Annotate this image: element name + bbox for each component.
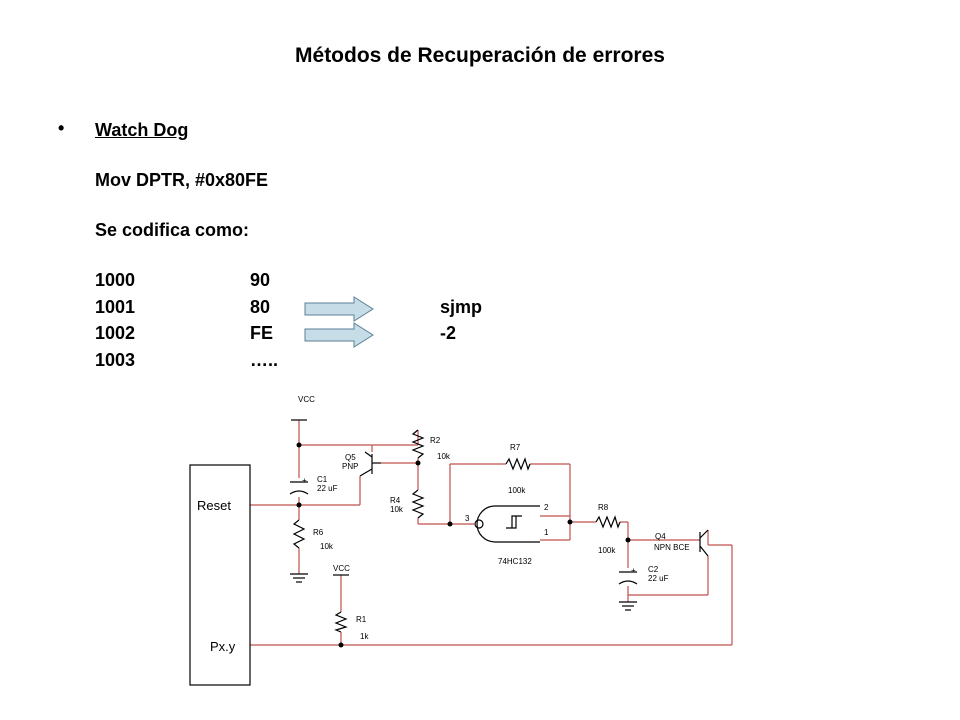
code-line: Mov DPTR, #0x80FE — [95, 170, 269, 190]
r7-name: R7 — [510, 443, 521, 452]
r7-value: 100k — [508, 486, 526, 495]
r8-value: 100k — [598, 546, 616, 555]
gate-pin1: 1 — [544, 528, 549, 537]
description-line: Se codifica como: — [95, 220, 250, 240]
junction-dots — [296, 442, 631, 648]
row-value: ….. — [250, 350, 279, 370]
row-value: 80 — [250, 297, 271, 317]
r1-name: R1 — [356, 615, 367, 624]
row-value: FE — [250, 323, 274, 343]
row-instruction: sjmp — [440, 297, 483, 317]
vcc-label: VCC — [333, 564, 350, 573]
pxy-label: Px.y — [210, 639, 236, 654]
c2-name: C2 — [648, 565, 659, 574]
r4-name: R4 — [390, 496, 401, 505]
gate-pin2: 2 — [544, 503, 549, 512]
row-address: 1000 — [95, 270, 136, 290]
bullet-marker: • — [58, 118, 65, 138]
r8-name: R8 — [598, 503, 609, 512]
c1-value: 22 uF — [317, 484, 338, 493]
vcc-label: VCC — [298, 395, 315, 404]
c2-plus: + — [631, 566, 636, 575]
row-address: 1001 — [95, 297, 136, 317]
components — [189, 419, 709, 686]
r6-value: 10k — [320, 542, 334, 551]
right-arrow-icon — [304, 322, 374, 348]
right-arrow-icon — [304, 296, 374, 322]
c1-plus: + — [302, 476, 307, 485]
row-value: 90 — [250, 270, 271, 290]
r1-value: 1k — [360, 632, 369, 641]
r2-value: 10k — [437, 452, 451, 461]
wires — [250, 420, 733, 646]
r2-name: R2 — [430, 436, 441, 445]
q4-type: NPN BCE — [654, 543, 690, 552]
row-address: 1002 — [95, 323, 136, 343]
bullet-heading: Watch Dog — [95, 120, 189, 140]
q5-type: PNP — [342, 462, 358, 471]
r4-value: 10k — [390, 505, 404, 514]
r6-name: R6 — [313, 528, 324, 537]
gate-part: 74HC132 — [498, 557, 532, 566]
c1-name: C1 — [317, 475, 328, 484]
q4-name: Q4 — [655, 532, 666, 541]
slide-title: Métodos de Recuperación de errores — [295, 44, 665, 67]
q5-name: Q5 — [345, 453, 356, 462]
gate-pin3: 3 — [465, 514, 470, 523]
reset-label: Reset — [197, 498, 231, 513]
row-instruction: -2 — [440, 323, 457, 343]
row-address: 1003 — [95, 350, 136, 370]
c2-value: 22 uF — [648, 574, 669, 583]
